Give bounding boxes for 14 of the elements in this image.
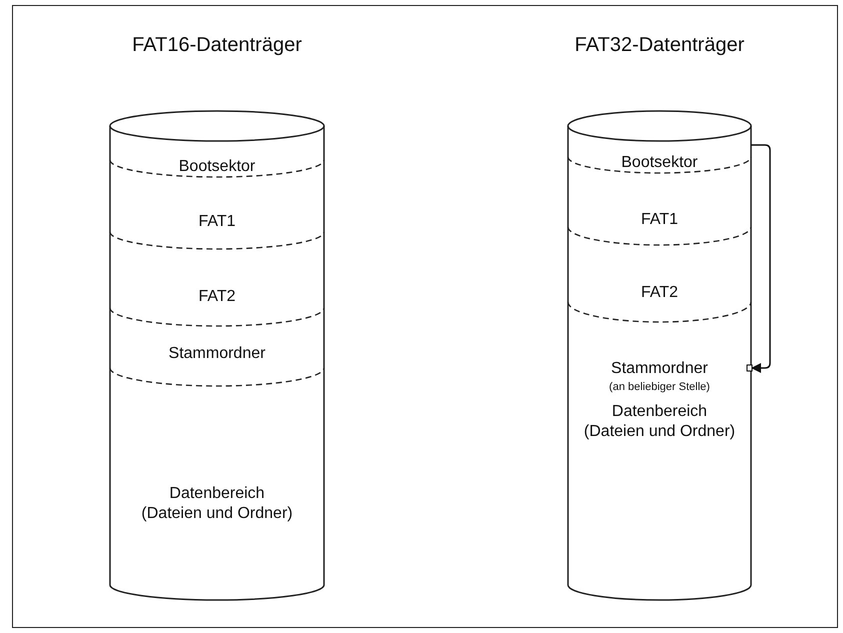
segment-label: FAT2: [198, 287, 236, 307]
segment-label: Bootsektor: [178, 157, 256, 177]
pointer-arrow: [746, 144, 771, 374]
segment-label: Stammordner: [611, 359, 708, 379]
segment-label: FAT1: [198, 212, 236, 232]
segment-label: Datenbereich (Dateien und Ordner): [582, 402, 736, 442]
segment-note: (an beliebiger Stelle): [609, 380, 710, 395]
segment-label: FAT2: [640, 283, 678, 303]
segment-label: Datenbereich (Dateien und Ordner): [140, 484, 294, 524]
segment-label: Stammordner: [168, 344, 266, 364]
disk-title: FAT16-Datenträger: [131, 34, 303, 57]
disk-title: FAT32-Datenträger: [574, 34, 746, 57]
segment-label: FAT1: [640, 210, 678, 230]
segment-label: Bootsektor: [621, 153, 698, 173]
